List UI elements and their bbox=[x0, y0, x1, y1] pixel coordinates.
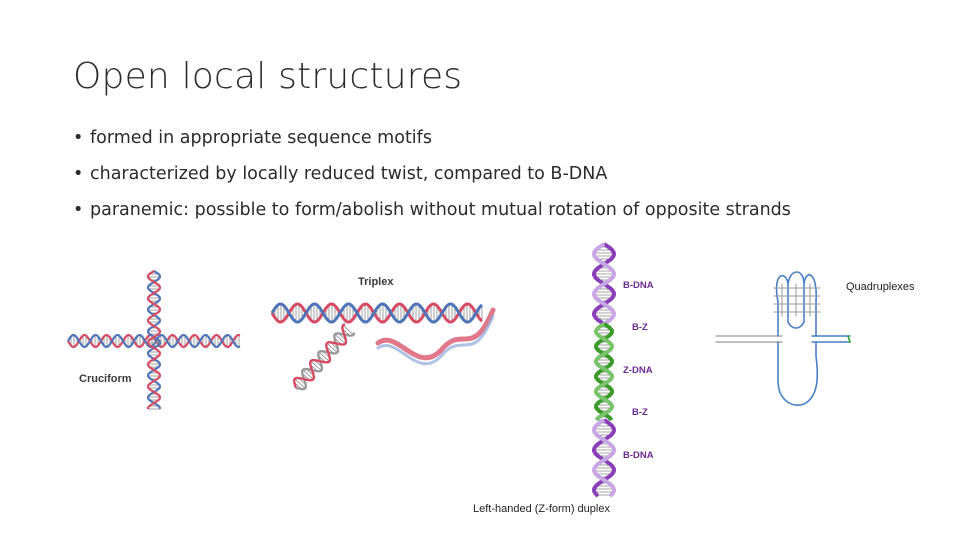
zdna-label-b-z-top: B-Z bbox=[632, 322, 648, 333]
bullet-list: formed in appropriate sequence motifs ch… bbox=[73, 126, 791, 234]
slide-title: Open local structures bbox=[73, 56, 463, 97]
bullet-item: characterized by locally reduced twist, … bbox=[73, 162, 791, 198]
cruciform-label: Cruciform bbox=[79, 373, 132, 385]
bullet-item: paranemic: possible to form/abolish with… bbox=[73, 198, 791, 234]
zdna-label-b-z-bottom: B-Z bbox=[632, 407, 648, 418]
triplex-figure: Triplex bbox=[270, 276, 496, 391]
zdna-figure: B-DNA B-Z Z-DNA B-Z B-DNA bbox=[591, 242, 654, 498]
cruciform-vertical-helix bbox=[147, 270, 161, 410]
zdna-label-b-dna-top: B-DNA bbox=[623, 280, 654, 291]
quadruplex-figure: Quadruplexes bbox=[715, 271, 915, 406]
triplex-branch-helix bbox=[292, 323, 356, 391]
zdna-label-b-dna-bottom: B-DNA bbox=[623, 450, 654, 461]
quadruplex-label: Quadruplexes bbox=[846, 281, 915, 293]
zdna-helix bbox=[591, 242, 617, 498]
zdna-label-z-dna: Z-DNA bbox=[623, 365, 653, 376]
cruciform-figure: Cruciform bbox=[67, 270, 241, 410]
triplex-ribbon bbox=[375, 307, 496, 361]
bullet-item: formed in appropriate sequence motifs bbox=[73, 126, 791, 162]
triplex-label: Triplex bbox=[358, 276, 394, 288]
zdna-caption: Left-handed (Z-form) duplex bbox=[473, 503, 610, 515]
triplex-helix bbox=[270, 302, 484, 324]
